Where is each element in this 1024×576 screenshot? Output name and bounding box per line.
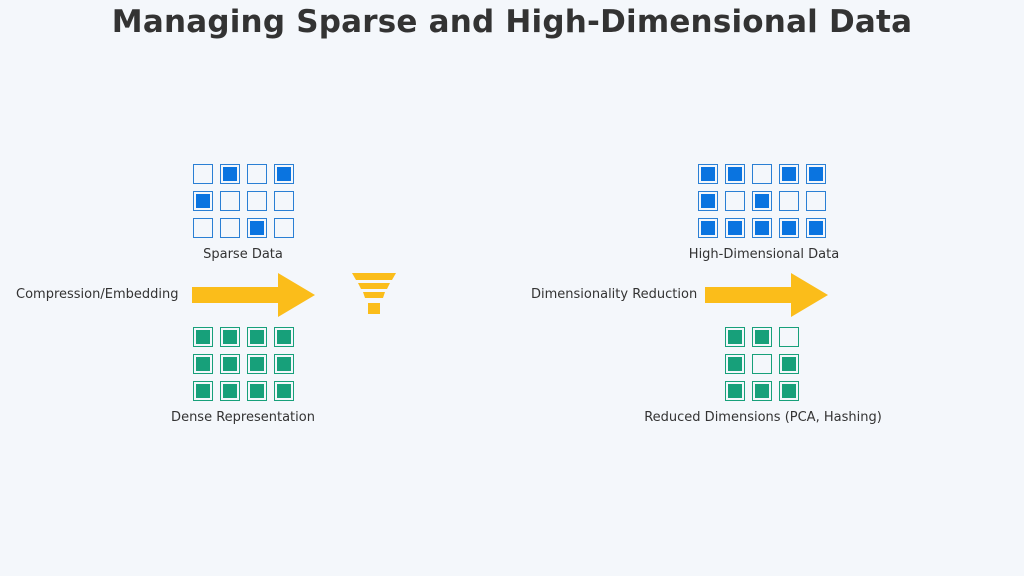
empty-cell (274, 191, 294, 211)
empty-cell (725, 191, 745, 211)
empty-cell (220, 218, 240, 238)
dense-representation-grid (193, 327, 294, 401)
filled-cell (193, 191, 213, 211)
empty-cell (752, 164, 772, 184)
filled-cell (752, 218, 772, 238)
filled-cell (220, 327, 240, 347)
funnel-icon (352, 273, 396, 314)
reduced-dimensions-grid (725, 327, 799, 401)
filled-cell (725, 218, 745, 238)
empty-cell (220, 191, 240, 211)
filled-cell (220, 164, 240, 184)
page-title: Managing Sparse and High-Dimensional Dat… (111, 4, 913, 40)
filled-cell (247, 381, 267, 401)
filled-cell (247, 354, 267, 374)
filled-cell (247, 218, 267, 238)
empty-cell (274, 218, 294, 238)
filled-cell (725, 381, 745, 401)
filled-cell (274, 327, 294, 347)
filled-cell (220, 354, 240, 374)
filled-cell (752, 327, 772, 347)
filled-cell (274, 381, 294, 401)
filled-cell (274, 164, 294, 184)
empty-cell (806, 191, 826, 211)
dense-representation-label: Dense Representation (171, 410, 315, 425)
filled-cell (247, 327, 267, 347)
filled-cell (725, 354, 745, 374)
filled-cell (193, 327, 213, 347)
empty-cell (247, 191, 267, 211)
compression-label: Compression/Embedding (16, 287, 179, 302)
filled-cell (779, 354, 799, 374)
dimensionality-reduction-arrow-icon (705, 273, 828, 317)
dimensionality-reduction-label: Dimensionality Reduction (531, 287, 698, 302)
filled-cell (725, 327, 745, 347)
empty-cell (193, 164, 213, 184)
filled-cell (220, 381, 240, 401)
filled-cell (779, 381, 799, 401)
reduced-dimensions-label: Reduced Dimensions (PCA, Hashing) (644, 410, 882, 425)
filled-cell (193, 354, 213, 374)
filled-cell (779, 218, 799, 238)
filled-cell (752, 191, 772, 211)
filled-cell (274, 354, 294, 374)
empty-cell (193, 218, 213, 238)
empty-cell (779, 191, 799, 211)
filled-cell (752, 381, 772, 401)
empty-cell (779, 327, 799, 347)
sparse-data-grid (193, 164, 294, 238)
compression-arrow-icon (192, 273, 315, 317)
filled-cell (725, 164, 745, 184)
filled-cell (806, 218, 826, 238)
filled-cell (806, 164, 826, 184)
filled-cell (698, 218, 718, 238)
high-dimensional-data-label: High-Dimensional Data (688, 247, 840, 262)
sparse-data-label: Sparse Data (203, 247, 283, 262)
empty-cell (247, 164, 267, 184)
empty-cell (752, 354, 772, 374)
high-dimensional-data-grid (698, 164, 826, 238)
filled-cell (193, 381, 213, 401)
filled-cell (698, 191, 718, 211)
filled-cell (698, 164, 718, 184)
filled-cell (779, 164, 799, 184)
